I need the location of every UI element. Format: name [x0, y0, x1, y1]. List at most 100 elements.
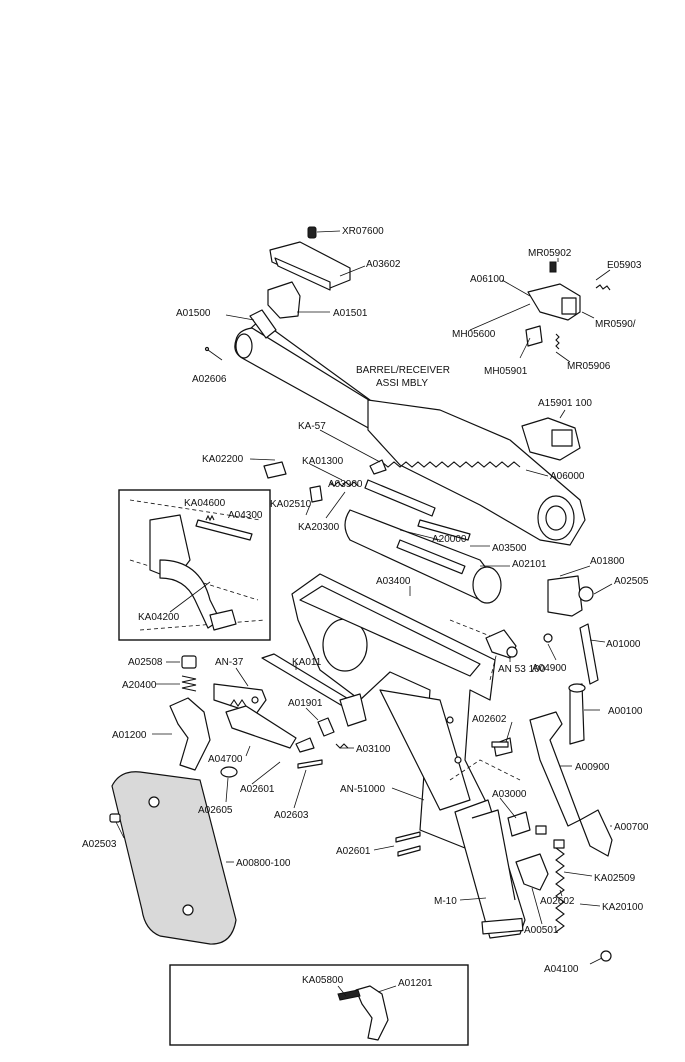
part-labels: XR07600 A03602 A01500 A01501 A02606 MR05…: [82, 226, 649, 989]
label-a02602-bottom: A02602: [540, 896, 575, 907]
label-a01200: A01200: [112, 730, 147, 741]
label-a02605: A02605: [198, 805, 233, 816]
label-barrel-receiver-2: ASSI MBLY: [376, 378, 428, 389]
label-mh05901: MH05901: [484, 366, 528, 377]
label-a02601-right: A02601: [336, 846, 371, 857]
label-a20000: A20000: [432, 534, 467, 545]
label-a03900: A03900: [328, 479, 363, 490]
label-a02606: A02606: [192, 374, 227, 385]
label-m10: M-10: [434, 896, 457, 907]
front-sight-assembly: [469, 261, 611, 350]
label-ka02510: KA02510: [270, 499, 312, 510]
label-an51000: AN-51000: [340, 784, 385, 795]
recoil-spring: [319, 429, 521, 475]
label-barrel-receiver-1: BARREL/RECEIVER: [356, 365, 450, 376]
trigger-plunger: [181, 655, 197, 692]
barrel-pin: [204, 346, 223, 361]
label-xr07600: XR07600: [342, 226, 384, 237]
label-mr05906: MR05906: [567, 361, 611, 372]
label-ka011: KA011: [292, 657, 322, 668]
label-ka04600: KA04600: [184, 498, 226, 509]
label-a06100: A06100: [470, 274, 505, 285]
label-a01000: A01000: [606, 639, 641, 650]
label-a04900: A04900: [532, 663, 567, 674]
label-ka20300: KA20300: [298, 522, 340, 533]
label-a01500: A01500: [176, 308, 211, 319]
trigger-pivot-pin: [261, 653, 367, 727]
bolt-assembly: [344, 509, 502, 604]
label-a01201: A01201: [398, 978, 433, 989]
label-a03602: A03602: [366, 259, 401, 270]
hammer-strut: [579, 623, 599, 685]
label-a00800: A00800-100: [236, 858, 291, 869]
rear-sight-screw: [307, 226, 341, 239]
label-ka05800: KA05800: [302, 975, 344, 986]
leader-lines: [115, 258, 613, 997]
label-a03000: A03000: [492, 789, 527, 800]
grip-screw: [109, 813, 121, 823]
rear-sight-base: [269, 241, 366, 291]
label-a06000: A06000: [550, 471, 585, 482]
inset-box-trigger: [169, 964, 469, 1046]
label-a02505: A02505: [614, 576, 649, 587]
hammer-spring-assembly: [225, 699, 297, 749]
label-a02603: A02603: [274, 810, 309, 821]
hammer: [529, 711, 581, 827]
trigger: [169, 697, 211, 771]
grip-frame: [291, 573, 496, 851]
label-a02508: A02508: [128, 657, 163, 668]
label-a02602-top: A02602: [472, 714, 507, 725]
extractor: [309, 485, 323, 503]
label-ka04200: KA04200: [138, 612, 180, 623]
label-a01501: A01501: [333, 308, 368, 319]
label-a02503: A02503: [82, 839, 117, 850]
label-ka20100: KA20100: [602, 902, 644, 913]
safety-selector: [213, 683, 267, 715]
label-a01901: A01901: [288, 698, 323, 709]
sear-assembly: [485, 629, 553, 659]
label-a04300: A04300: [228, 510, 263, 521]
bolt-stop-plunger: [568, 683, 586, 745]
label-a02101: A02101: [512, 559, 547, 570]
inset-contents: [129, 499, 266, 631]
label-a03400: A03400: [376, 576, 411, 587]
label-a00700: A00700: [614, 822, 649, 833]
firing-pin-spring: [329, 481, 359, 487]
trigger-bar-springs: [507, 811, 565, 849]
mainspring-plug: [600, 950, 612, 962]
label-a01800: A01800: [590, 556, 625, 567]
bolt-stop-pin: [417, 519, 471, 541]
label-mr05902: MR05902: [528, 248, 572, 259]
frame-dashed-lines: [449, 619, 521, 781]
label-ka02200: KA02200: [202, 454, 244, 465]
label-an53100: AN 53 100: [498, 664, 546, 675]
label-a03100: A03100: [356, 744, 391, 755]
bolt-stop-block: [547, 575, 594, 617]
label-a20400: A20400: [122, 680, 157, 691]
label-ka02509: KA02509: [594, 873, 636, 884]
label-a02601-left: A02601: [240, 784, 275, 795]
inset-trigger: [337, 985, 389, 1041]
label-a03500: A03500: [492, 543, 527, 554]
rear-sight-blade: [267, 281, 330, 319]
label-mh05600: MH05600: [452, 329, 496, 340]
inset-box-bolt-stop: [118, 489, 271, 641]
label-a04100: A04100: [544, 964, 579, 975]
label-a00501: A00501: [524, 925, 559, 936]
sear-spring: [295, 717, 349, 753]
label-an37: AN-37: [215, 657, 244, 668]
magazine-catch: [515, 853, 549, 891]
label-a15901: A15901 100: [538, 398, 592, 409]
bolt-rear-block: [521, 417, 581, 461]
label-mr05907: MR0590/: [595, 319, 636, 330]
barrel-receiver-assembly: [225, 309, 586, 546]
label-ka57: KA-57: [298, 421, 326, 432]
magazine: [454, 799, 526, 939]
label-ka01300: KA01300: [302, 456, 344, 467]
grip-panel: [111, 771, 237, 945]
label-e05903: E05903: [607, 260, 642, 271]
pins: [220, 741, 509, 857]
firing-pin: [364, 479, 436, 517]
ejector-key: [263, 461, 287, 479]
